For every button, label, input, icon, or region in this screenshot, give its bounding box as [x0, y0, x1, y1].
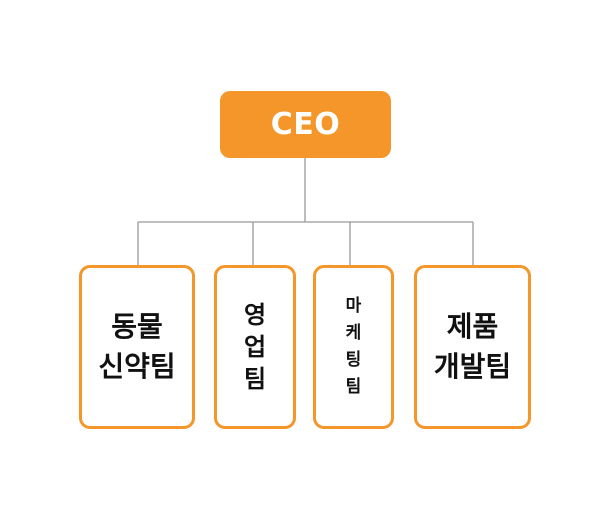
team-node-marketing: 마 케 팅 팀 — [313, 265, 394, 429]
ceo-node: CEO — [220, 91, 391, 158]
team-node-animal-drug: 동물 신약팀 — [79, 265, 195, 429]
team-node-sales: 영 업 팀 — [214, 265, 296, 429]
team-label: 동물 신약팀 — [98, 310, 176, 383]
team-label: 제품 개발팀 — [433, 310, 512, 383]
team-label: 영 업 팀 — [243, 301, 267, 393]
team-node-product-dev: 제품 개발팀 — [414, 265, 531, 429]
team-label: 마 케 팅 팀 — [345, 296, 362, 397]
ceo-label: CEO — [270, 107, 341, 142]
